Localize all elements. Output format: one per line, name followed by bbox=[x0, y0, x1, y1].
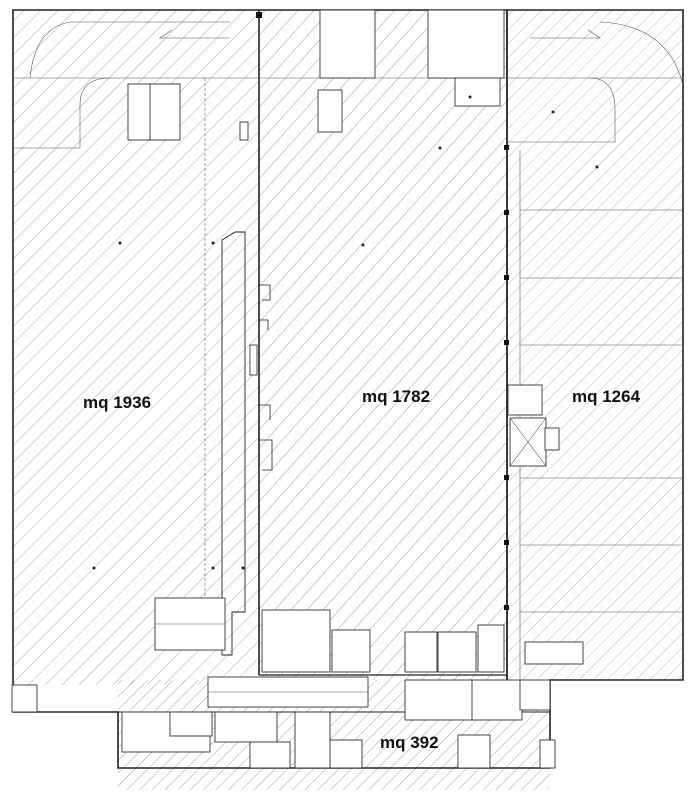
area-label-center: mq 1782 bbox=[362, 387, 430, 406]
elevation-markers bbox=[92, 95, 599, 570]
columns bbox=[256, 12, 509, 610]
zone-center bbox=[259, 10, 507, 680]
center-wall-features bbox=[249, 284, 273, 471]
stair-block-east bbox=[507, 384, 560, 467]
area-label-south: mq 392 bbox=[380, 733, 439, 752]
area-label-east: mq 1264 bbox=[572, 387, 641, 406]
top-rooms bbox=[127, 9, 505, 141]
lower-center-rooms bbox=[261, 609, 584, 673]
south-rooms bbox=[11, 597, 556, 769]
area-label-west: mq 1936 bbox=[83, 393, 151, 412]
west-corridor bbox=[204, 78, 249, 656]
